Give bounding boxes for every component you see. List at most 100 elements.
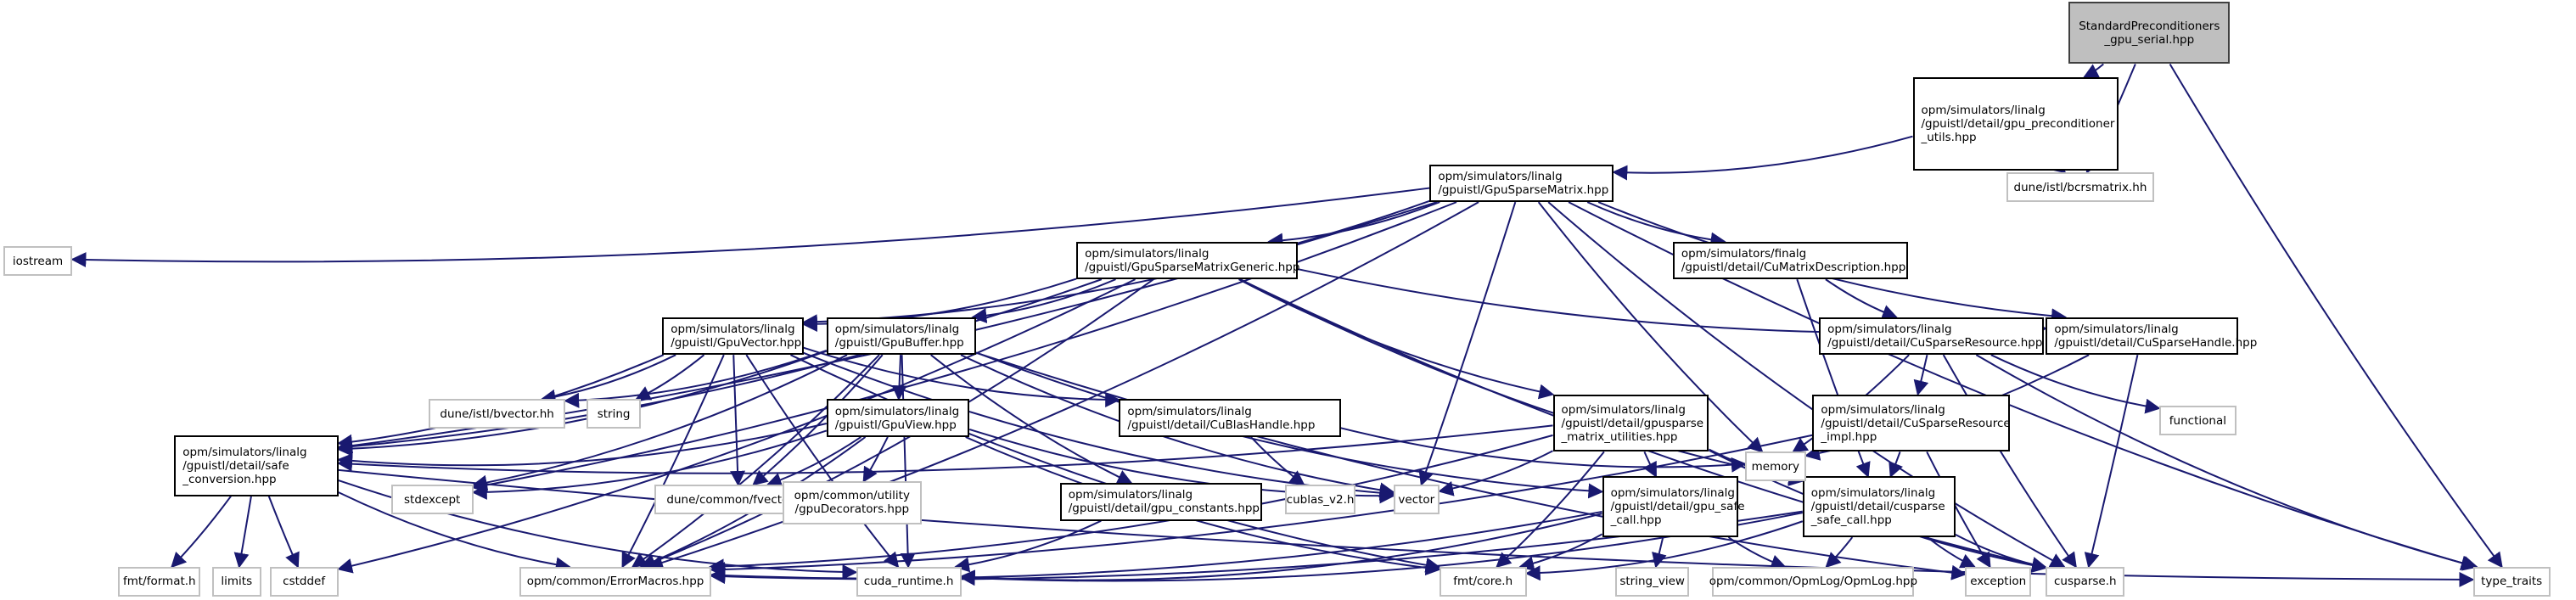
node-label: opm/simulators/linalg /gpuistl/GpuSparse… — [1085, 246, 1300, 274]
edge-gb-to-vector — [960, 354, 1395, 498]
node-cublas[interactable]: cublas_v2.h — [1284, 485, 1356, 514]
edge-cssc-to-exception — [1927, 536, 1977, 569]
edge-gsmu-to-sc — [337, 424, 1553, 474]
edge-csr-to-functional — [1990, 354, 2161, 414]
node-label: opm/simulators/linalg /gpuistl/detail/Cu… — [2054, 322, 2258, 350]
node-cbh[interactable]: opm/simulators/linalg /gpuistl/detail/Cu… — [1119, 399, 1341, 437]
node-label: opm/common/OpmLog/OpmLog.hpp — [1709, 575, 1918, 589]
edge-pcu-to-gsm — [1612, 135, 1913, 181]
node-label: opm/common/ErrorMacros.hpp — [526, 575, 704, 589]
node-stdexcept[interactable]: stdexcept — [390, 485, 474, 514]
edge-csri-to-exception — [1926, 451, 1991, 569]
edge-gv-to-cbh — [803, 346, 1121, 408]
node-label: opm/simulators/linalg /gpuistl/GpuSparse… — [1438, 169, 1609, 197]
node-cstddef[interactable]: cstddef — [269, 566, 339, 597]
edge-gsmg-to-cssc — [1239, 278, 1804, 485]
node-csh[interactable]: opm/simulators/linalg /gpuistl/detail/Cu… — [2046, 317, 2257, 356]
edge-root-to-pcu — [2082, 63, 2104, 78]
node-label: cuda_runtime.h — [863, 575, 954, 589]
node-label: functional — [2169, 413, 2226, 428]
node-label: string_view — [1619, 575, 1685, 589]
node-label: memory — [1751, 459, 1800, 474]
node-limits[interactable]: limits — [211, 566, 261, 597]
node-gconst[interactable]: opm/simulators/linalg /gpuistl/detail/gp… — [1059, 483, 1262, 521]
node-label: opm/simulators/linalg /gpuistl/detail/Cu… — [1827, 322, 2043, 350]
edge-gsmg-to-errmac — [640, 278, 1154, 569]
edge-gsm-to-gsmg — [1267, 201, 1440, 249]
edge-csr-to-cusparse — [1942, 354, 2077, 569]
node-string[interactable]: string — [586, 399, 642, 429]
edge-gv-to-string — [635, 354, 705, 401]
edge-sc-to-cstddef — [267, 496, 300, 569]
node-gpusafe[interactable]: opm/simulators/linalg /gpuistl/detail/gp… — [1602, 476, 1745, 538]
edge-csh-to-cusparse — [2084, 354, 2139, 569]
edge-gsmg-to-gsmu — [1238, 278, 1555, 400]
edge-gview-to-stdexcept — [471, 429, 828, 500]
node-bcrs[interactable]: dune/istl/bcrsmatrix.hh — [2006, 172, 2155, 203]
node-label: dune/istl/bcrsmatrix.hh — [2013, 180, 2147, 194]
node-strview[interactable]: string_view — [1615, 566, 1690, 597]
edge-gv-to-fvec — [730, 355, 746, 486]
node-label: iostream — [12, 254, 64, 268]
node-gsm[interactable]: opm/simulators/linalg /gpuistl/GpuSparse… — [1429, 164, 1614, 203]
node-fmtcore[interactable]: fmt/core.h — [1439, 566, 1527, 597]
node-root[interactable]: StandardPreconditioners _gpu_serial.hpp — [2068, 1, 2231, 64]
edge-root-to-typetraits — [2169, 63, 2503, 569]
edge-cmd-to-cssc — [1796, 278, 1871, 479]
edge-csri-to-cssc — [1889, 451, 1903, 479]
node-pcu[interactable]: opm/simulators/linalg /gpuistl/detail/gp… — [1912, 76, 2119, 171]
node-csri[interactable]: opm/simulators/linalg /gpuistl/detail/Cu… — [1812, 394, 2011, 452]
edge-cssc-to-opmlog — [1825, 536, 1854, 569]
node-label: fmt/format.h — [122, 575, 196, 589]
node-label: opm/simulators/linalg /gpuistl/detail/Cu… — [1821, 402, 2011, 444]
edge-gsmg-to-gb — [971, 278, 1116, 323]
edge-cssc-to-cusparse — [1955, 534, 2048, 573]
node-functional[interactable]: functional — [2158, 406, 2236, 436]
edge-gb-to-cudart — [900, 355, 916, 569]
node-label: opm/simulators/linalg /gpuistl/detail/cu… — [1810, 486, 1945, 528]
edge-cbh-to-cublas — [1250, 436, 1305, 486]
edge-gb-to-errmac — [631, 354, 880, 568]
node-memory[interactable]: memory — [1745, 451, 1806, 482]
node-fmtformat[interactable]: fmt/format.h — [118, 566, 201, 597]
node-label: dune/istl/bvector.hh — [440, 407, 554, 421]
node-vector[interactable]: vector — [1393, 485, 1440, 514]
edge-gsm-to-iostream — [70, 187, 1430, 268]
node-label: cublas_v2.h — [1286, 492, 1355, 507]
node-label: cstddef — [283, 575, 326, 589]
node-label: opm/simulators/linalg /gpuistl/detail/gp… — [1068, 488, 1260, 516]
node-opmlog[interactable]: opm/common/OpmLog/OpmLog.hpp — [1709, 566, 1918, 597]
edge-csr-to-csri — [1913, 354, 1929, 396]
node-label: opm/simulators/finalg /gpuistl/detail/Cu… — [1681, 246, 1906, 274]
node-cmd[interactable]: opm/simulators/finalg /gpuistl/detail/Cu… — [1672, 241, 1908, 280]
edge-gb-to-sc — [337, 350, 828, 457]
edge-gsm-to-cmd — [1586, 201, 1726, 248]
edge-gb-to-gpusafe — [975, 351, 1604, 499]
node-gview[interactable]: opm/simulators/linalg /gpuistl/GpuView.h… — [826, 399, 970, 437]
node-label: opm/simulators/linalg /gpuistl/GpuBuffer… — [834, 322, 964, 350]
node-gv[interactable]: opm/simulators/linalg /gpuistl/GpuVector… — [662, 317, 804, 356]
node-iostream[interactable]: iostream — [3, 246, 73, 277]
node-exception[interactable]: exception — [1965, 566, 2031, 597]
edge-gb-to-bvec — [564, 349, 828, 408]
node-cudart[interactable]: cuda_runtime.h — [856, 566, 962, 597]
node-label: opm/simulators/linalg /gpuistl/detail/Cu… — [1127, 404, 1316, 432]
node-cssc[interactable]: opm/simulators/linalg /gpuistl/detail/cu… — [1802, 476, 1956, 538]
edge-cssc-to-fmtcore — [1524, 520, 1804, 581]
node-sc[interactable]: opm/simulators/linalg /gpuistl/detail/sa… — [174, 435, 339, 496]
edge-gv-to-bvec — [540, 354, 676, 405]
node-gsmg[interactable]: opm/simulators/linalg /gpuistl/GpuSparse… — [1076, 241, 1300, 280]
node-typetraits[interactable]: type_traits — [2472, 566, 2551, 597]
edge-csr-to-typetraits — [1975, 354, 2478, 571]
node-label: cusparse.h — [2053, 575, 2117, 589]
node-bvec[interactable]: dune/istl/bvector.hh — [429, 399, 565, 429]
node-csr[interactable]: opm/simulators/linalg /gpuistl/detail/Cu… — [1819, 317, 2045, 356]
node-label: opm/simulators/linalg /gpuistl/GpuView.h… — [834, 404, 960, 432]
node-gdec[interactable]: opm/common/utility /gpuDecorators.hpp — [782, 481, 923, 524]
node-gb[interactable]: opm/simulators/linalg /gpuistl/GpuBuffer… — [826, 317, 976, 356]
node-cusparse[interactable]: cusparse.h — [2046, 566, 2125, 597]
edge-gview-to-sc — [337, 422, 828, 469]
edge-gsm-to-errmac — [647, 201, 1479, 570]
node-errmac[interactable]: opm/common/ErrorMacros.hpp — [519, 566, 712, 597]
node-gsmu[interactable]: opm/simulators/linalg /gpuistl/detail/gp… — [1552, 394, 1709, 452]
